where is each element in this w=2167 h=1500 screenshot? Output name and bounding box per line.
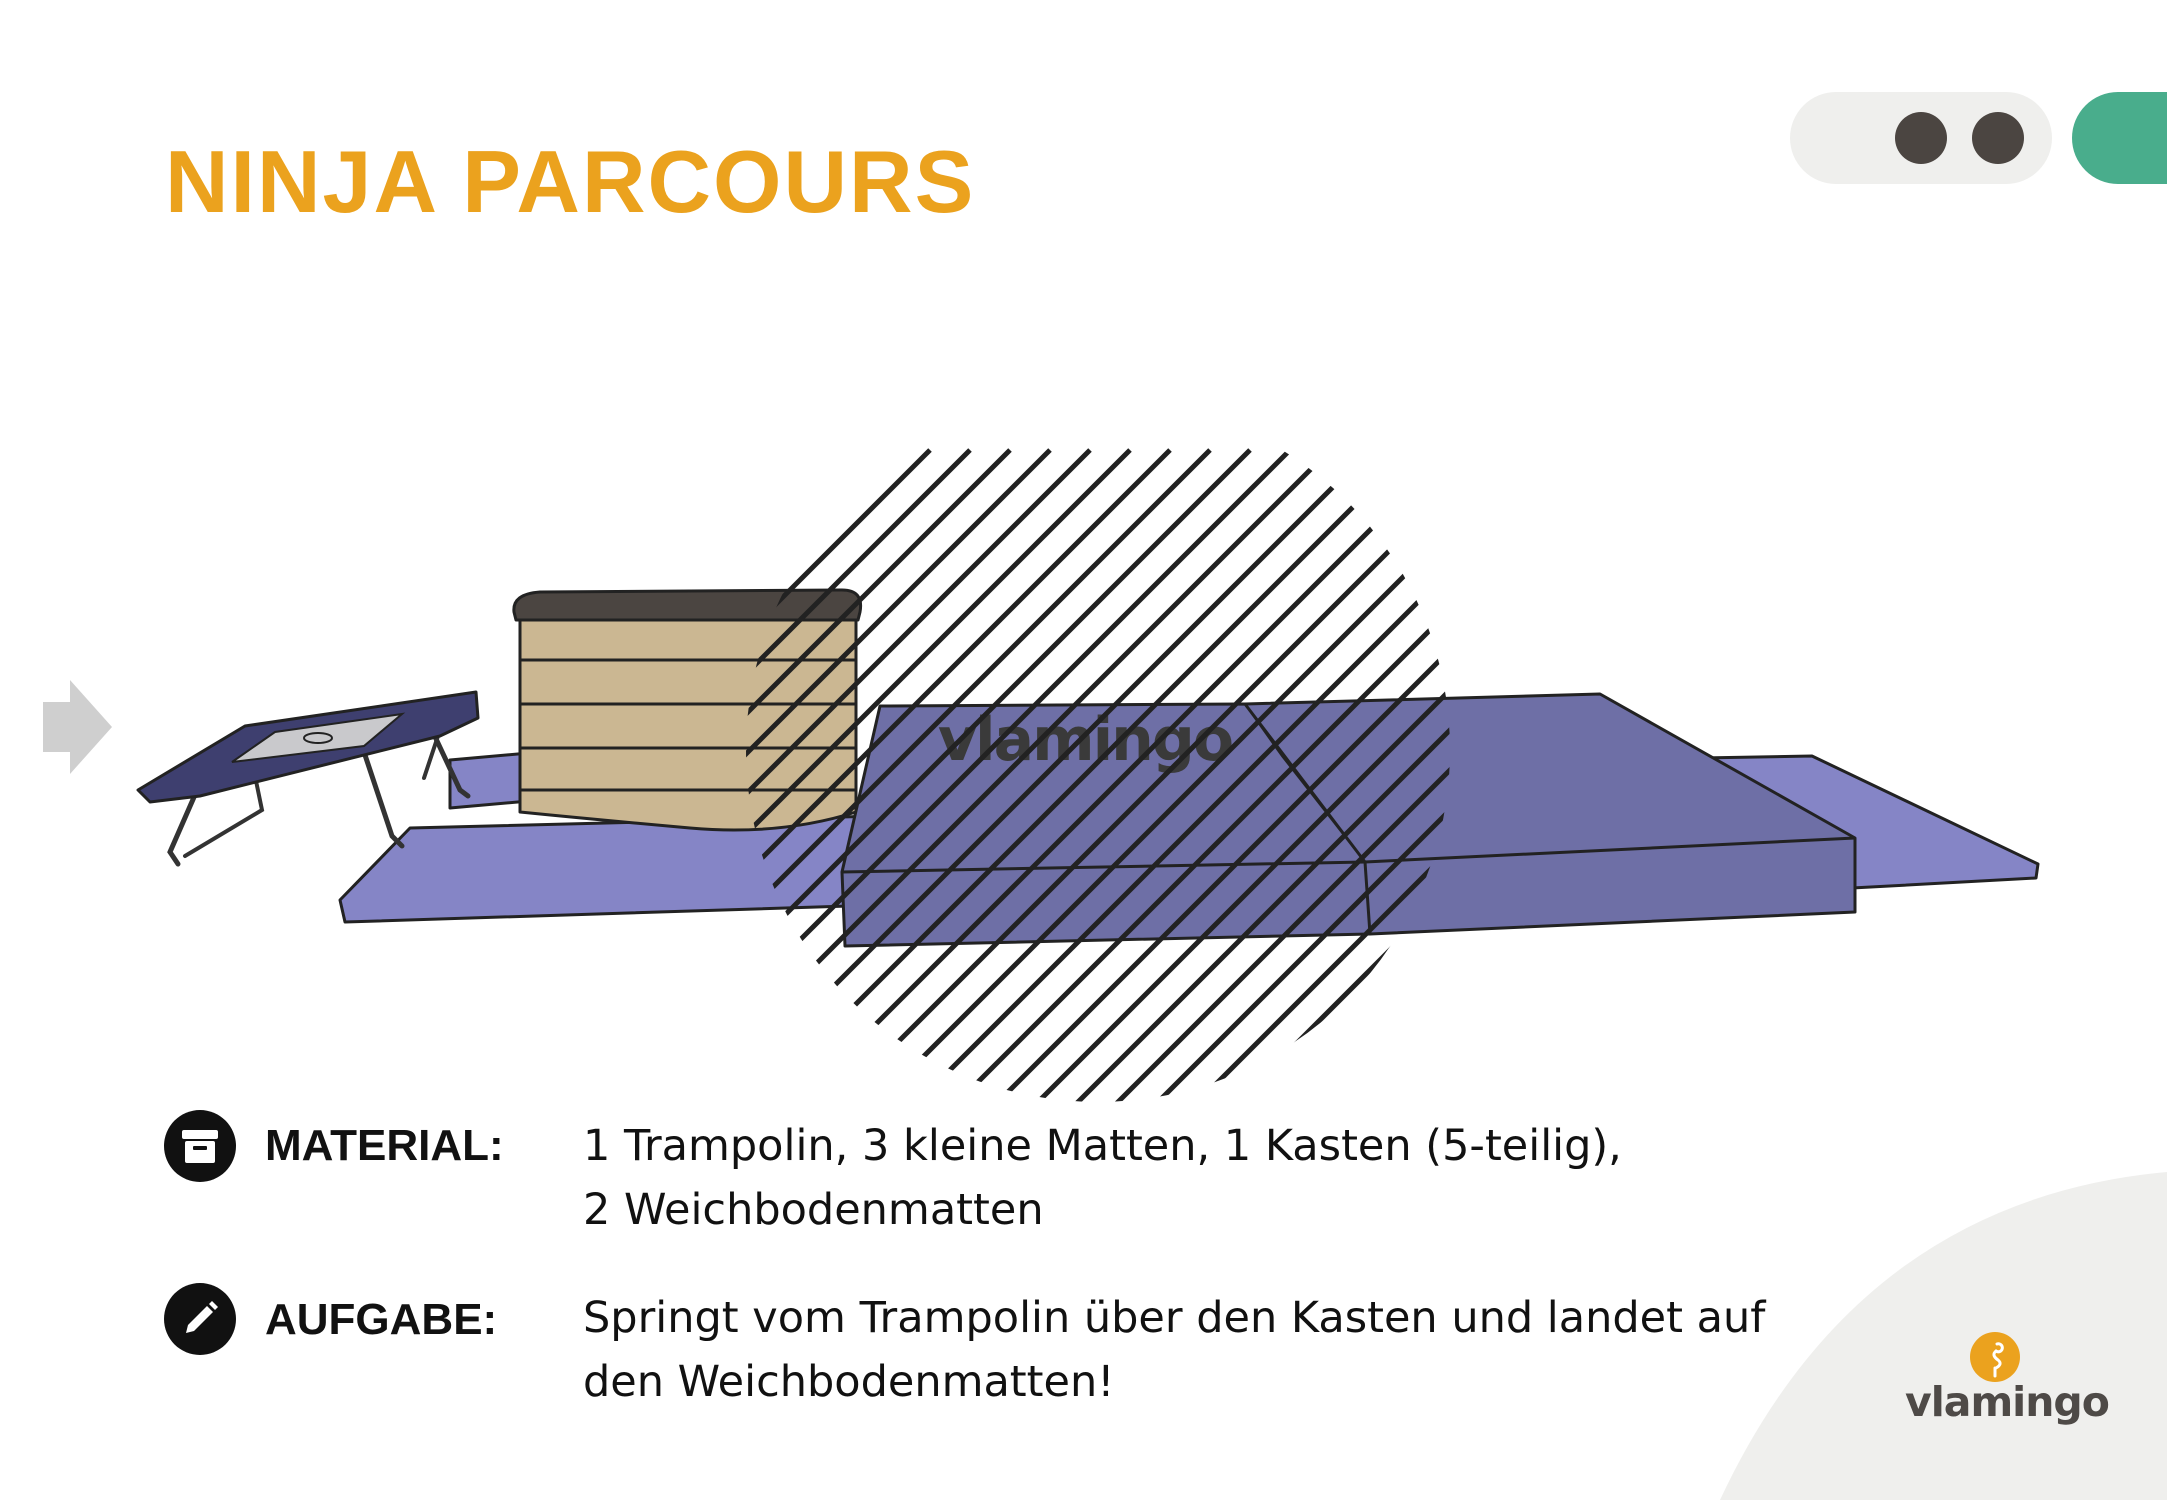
hatch-line <box>988 448 1450 1102</box>
small-mat-icon <box>338 750 882 924</box>
aufgabe-line-2: den Weichbodenmatten! <box>583 1357 1115 1407</box>
hatch-line <box>908 448 1450 1102</box>
hatch-line <box>1228 448 1450 1102</box>
arrow-right-icon[interactable] <box>40 677 115 777</box>
hatch-line <box>1148 448 1450 1102</box>
hatch-line <box>746 448 972 1102</box>
material-line-1: 1 Trampolin, 3 kleine Matten, 1 Kasten (… <box>583 1121 1622 1171</box>
material-line-2: 2 Weichbodenmatten <box>583 1185 1044 1235</box>
hatch-line <box>746 448 1052 1102</box>
hatch-line <box>1068 448 1450 1102</box>
hatch-line <box>748 448 1412 1102</box>
hatch-line <box>788 448 1450 1102</box>
flamingo-icon <box>1970 1332 2020 1382</box>
parcours-illustration: vlamingo <box>136 448 2040 1102</box>
hatch-line <box>1188 448 1450 1102</box>
material-text: 1 Trampolin, 3 kleine Matten, 1 Kasten (… <box>583 1114 1843 1242</box>
aufgabe-text: Springt vom Trampolin über den Kasten un… <box>583 1286 1843 1414</box>
brand-wordmark: vlamingo <box>1905 1378 2110 1426</box>
hatch-line <box>746 448 1012 1102</box>
trampoline-icon <box>136 690 480 867</box>
pager-dot-2[interactable] <box>1972 112 2024 164</box>
archive-box-icon <box>164 1110 236 1182</box>
hatch-line <box>1028 448 1450 1102</box>
hatch-line <box>746 448 1292 1102</box>
hatch-line <box>948 448 1450 1102</box>
hatch-line <box>1108 448 1450 1102</box>
hatch-line <box>746 448 1252 1102</box>
hatch-line <box>746 448 1132 1102</box>
vaulting-box-icon <box>512 588 863 832</box>
hatch-line <box>746 448 1092 1102</box>
pencil-icon <box>164 1283 236 1355</box>
hatch-line <box>746 448 1172 1102</box>
aufgabe-line-1: Springt vom Trampolin über den Kasten un… <box>583 1293 1766 1343</box>
hatch-line <box>746 448 932 1102</box>
material-label: MATERIAL: <box>265 1121 504 1170</box>
hatch-line <box>746 448 1212 1102</box>
hatch-line <box>828 448 1450 1102</box>
pager-dot-1[interactable] <box>1895 112 1947 164</box>
page-title: NINJA PARCOURS <box>165 132 976 231</box>
pager-active-tab[interactable] <box>2072 92 2167 184</box>
aufgabe-label: AUFGABE: <box>265 1295 498 1344</box>
